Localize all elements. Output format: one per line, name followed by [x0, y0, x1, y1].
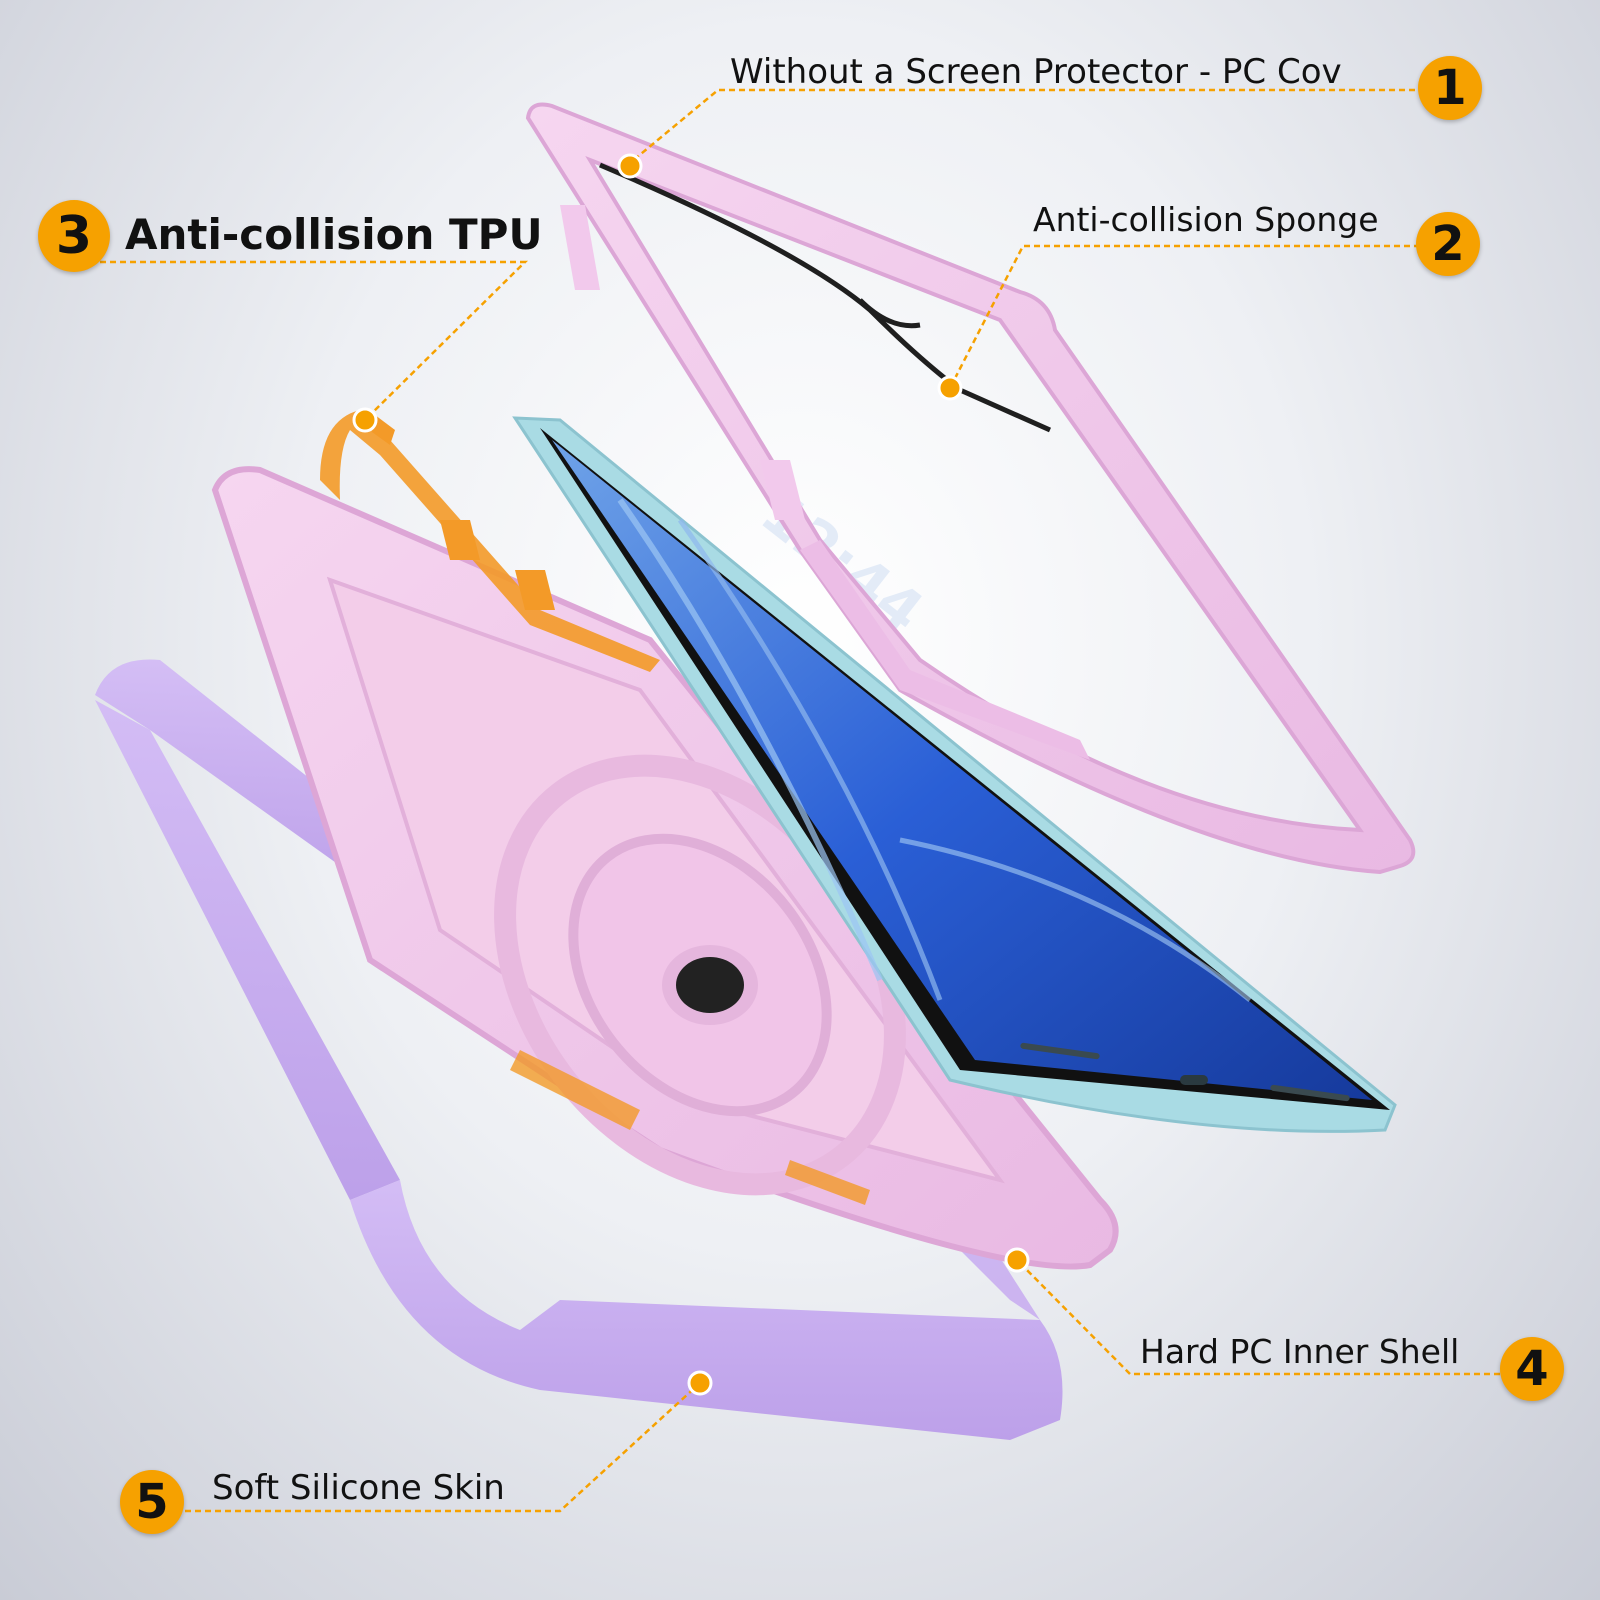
- anti-collision-sponge: [599, 162, 1052, 433]
- leader-line-3: [100, 260, 529, 421]
- callout-3-badge: 3: [38, 200, 110, 272]
- callout-5-badge: 5: [120, 1470, 184, 1534]
- anchor-dot-3: [352, 407, 378, 433]
- anchor-dot-2: [937, 375, 963, 401]
- anchor-dot-5: [687, 1370, 713, 1396]
- leader-line-4: [1016, 1259, 1530, 1376]
- callout-5-label: Soft Silicone Skin: [212, 1468, 505, 1508]
- anchor-dot-4: [1004, 1247, 1030, 1273]
- callout-2-label: Anti-collision Sponge: [1033, 200, 1379, 239]
- callout-4-badge: 4: [1500, 1337, 1564, 1401]
- leader-line-1: [629, 88, 1425, 164]
- callout-3-label: Anti-collision TPU: [125, 210, 543, 259]
- anti-collision-tpu: [320, 410, 660, 672]
- hard-pc-inner-shell: [211, 466, 1119, 1270]
- leader-line-2: [948, 244, 1420, 389]
- callout-1-badge: 1: [1418, 56, 1482, 120]
- anchor-dot-1: [617, 153, 643, 179]
- speaker-grille: [1020, 1042, 1350, 1102]
- leader-lines: [100, 88, 1530, 1513]
- pc-screen-cover: [525, 102, 1416, 875]
- callout-1-label: Without a Screen Protector - PC Cov: [730, 52, 1342, 92]
- leader-line-5: [185, 1382, 701, 1513]
- usb-c-port: [1180, 1075, 1208, 1085]
- callout-4-label: Hard PC Inner Shell: [1140, 1332, 1460, 1371]
- anchor-dots: [352, 153, 1030, 1396]
- callout-2-badge: 2: [1416, 212, 1480, 276]
